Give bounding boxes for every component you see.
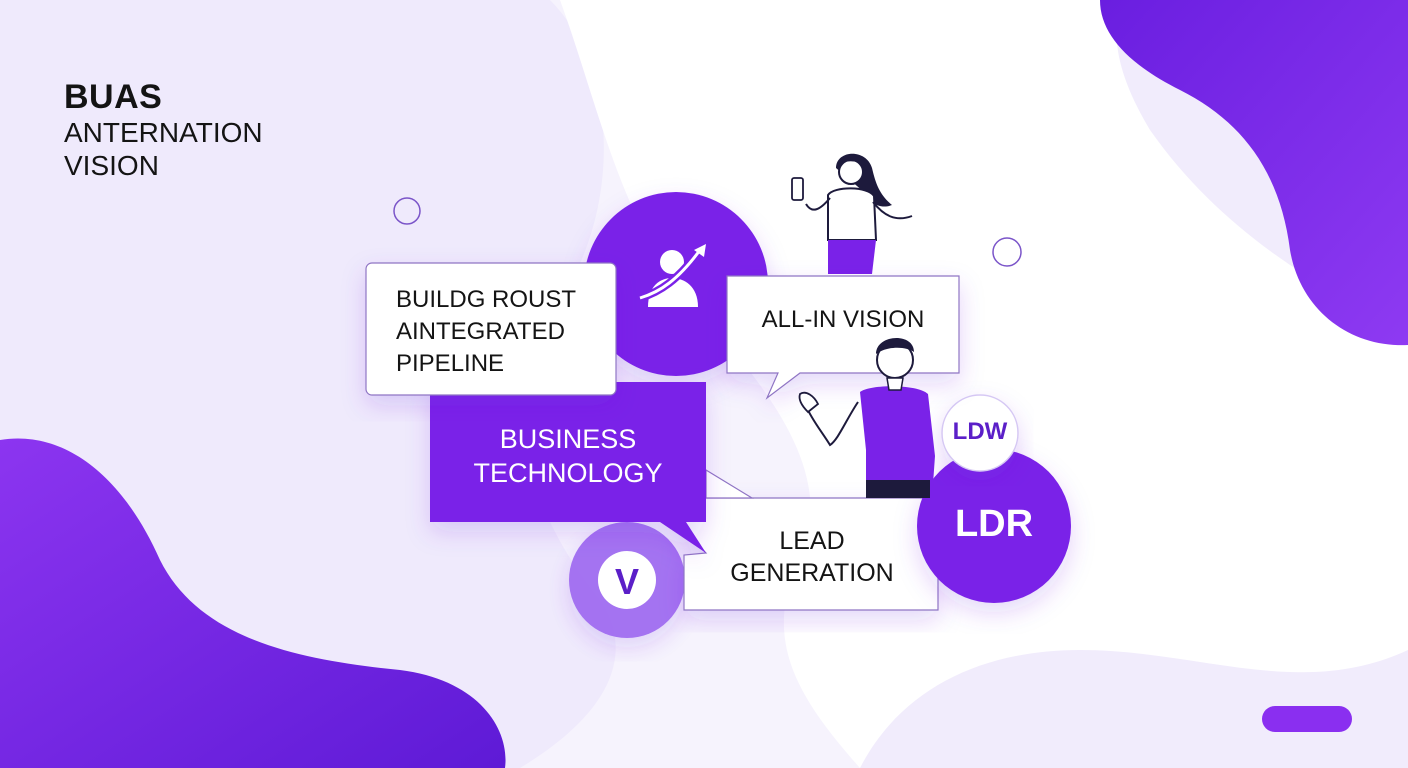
woman-figure <box>791 153 913 274</box>
pagination-pill <box>1262 706 1352 732</box>
ldr-badge <box>917 449 1071 603</box>
business-line-2: TECHNOLOGY <box>473 458 663 488</box>
ring-circle-left <box>393 197 421 225</box>
title-line-3: VISION <box>64 150 159 181</box>
lead-line-2: GENERATION <box>730 559 894 587</box>
bg-blob-bottom-right <box>860 650 1408 768</box>
ring-circle-right <box>992 237 1022 267</box>
lead-line-1: LEAD <box>779 527 845 555</box>
business-technology-card <box>430 382 706 553</box>
bg-blob-white <box>560 0 1408 768</box>
build-line-3: PIPELINE <box>396 350 505 377</box>
title-line-1: BUAS <box>64 78 163 116</box>
build-pipeline-card <box>365 262 617 396</box>
lead-generation-text: LEAD GENERATION <box>686 525 938 589</box>
ldw-label: LDW <box>952 418 1008 445</box>
ldw-badge <box>941 394 1019 472</box>
build-line-1: BUILDG ROUST <box>396 286 577 313</box>
build-pipeline-text: BUILDG ROUST AINTEGRATED PIPELINE <box>396 284 611 380</box>
ldr-label: LDR <box>954 503 1034 545</box>
business-line-1: BUSINESS <box>499 424 637 454</box>
man-figure <box>798 337 935 498</box>
business-technology-text: BUSINESS TECHNOLOGY <box>430 422 706 490</box>
top-right-purple-blob <box>1100 0 1408 346</box>
all-in-vision-text: ALL-IN VISION <box>761 306 925 333</box>
title-line-2: ANTERNATION <box>64 117 263 148</box>
v-badge-inner <box>598 551 656 609</box>
v-label: V <box>614 561 639 602</box>
page-title: BUAS ANTERNATION VISION <box>64 78 263 182</box>
bottom-left-purple-blob <box>0 438 506 768</box>
build-line-2: AINTEGRATED <box>396 318 565 345</box>
